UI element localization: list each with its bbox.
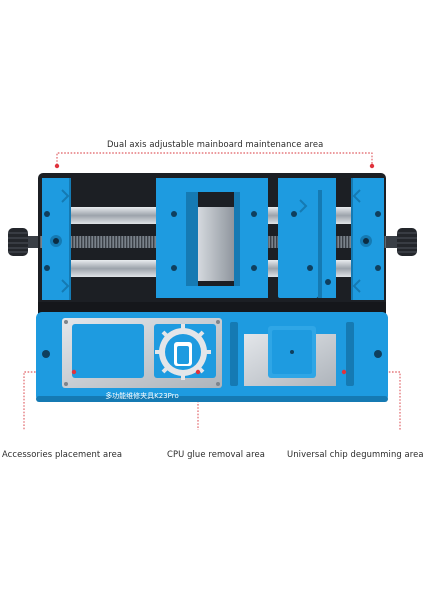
center-slider (156, 178, 268, 298)
right-fixed-jaw (351, 178, 384, 300)
chip-plate (230, 322, 354, 386)
label-accessories-area: Accessories placement area (2, 449, 123, 459)
cpu-gear-pad (155, 324, 211, 380)
area-marker-dots (54, 163, 375, 375)
left-jaw (42, 178, 71, 300)
label-cpu-area: CPU glue removal area (167, 449, 266, 459)
label-chip-area: Universal chip degumming area (287, 449, 424, 459)
right-knob-icon (385, 228, 417, 256)
center-steel-block (198, 207, 234, 281)
right-jaw (278, 178, 336, 298)
label-mainboard-area: Dual axis adjustable mainboard maintenan… (107, 139, 324, 149)
left-knob-icon (8, 228, 40, 256)
plate-engraving: 多功能维修夹具K23Pro (105, 391, 179, 400)
